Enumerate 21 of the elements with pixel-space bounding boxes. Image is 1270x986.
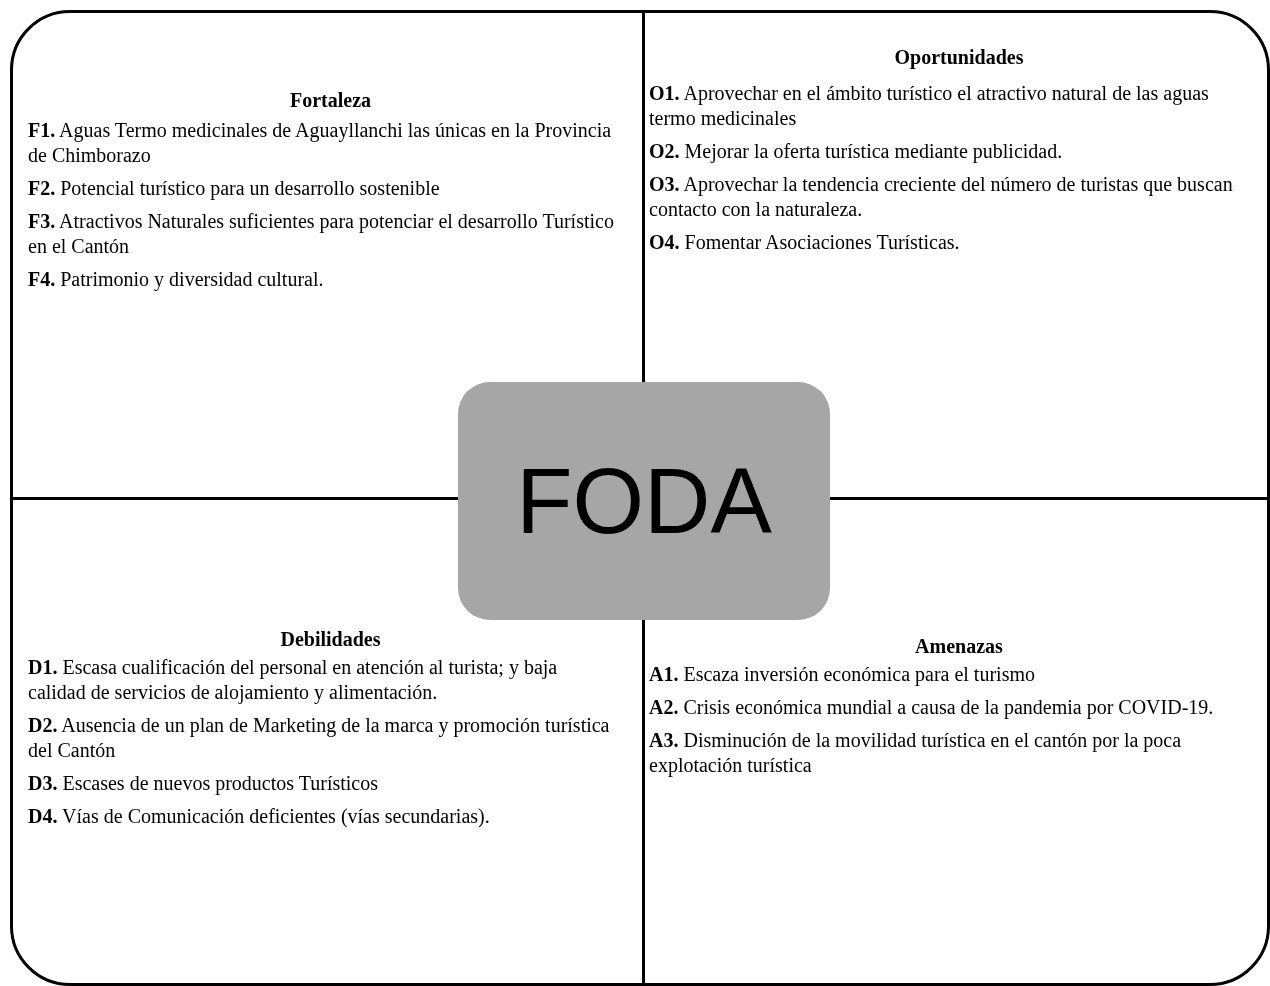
section-heading: Oportunidades bbox=[893, 45, 1025, 70]
list-item: O3. Aprovechar la tendencia creciente del número de turistas que buscan contacto con la naturaleza. bbox=[649, 172, 1234, 222]
list-item: D4. Vías de Comunicación deficientes (vías secundarias). bbox=[28, 804, 491, 829]
list-item: F3. Atractivos Naturales suficientes para potenciar el desarrollo Turístico en el Cantón bbox=[28, 209, 615, 259]
center-box bbox=[458, 382, 830, 620]
list-item: D2. Ausencia de un plan de Marketing de la marca y promoción turística del Cantón bbox=[28, 713, 611, 763]
section-heading: Debilidades bbox=[279, 627, 382, 652]
list-item: D3. Escases de nuevos productos Turísticos bbox=[28, 771, 379, 796]
section-heading: Fortaleza bbox=[288, 88, 373, 113]
list-item: A3. Disminución de la movilidad turística en el cantón por la poca explotación turística bbox=[649, 728, 1183, 778]
list-item: O4. Fomentar Asociaciones Turísticas. bbox=[649, 230, 961, 255]
list-item: O1. Aprovechar en el ámbito turístico el atractivo natural de las aguas termo medicinales bbox=[649, 81, 1210, 131]
list-item: F1. Aguas Termo medicinales de Aguayllanchi las únicas en la Provincia de Chimborazo bbox=[28, 118, 613, 168]
section-heading: Amenazas bbox=[914, 634, 1004, 659]
list-item: O2. Mejorar la oferta turística mediante publicidad. bbox=[649, 139, 1064, 164]
list-item: D1. Escasa cualificación del personal en atención al turista; y baja calidad de servicios de alojamiento y alimentación. bbox=[28, 655, 559, 705]
center-title: FODA bbox=[516, 448, 772, 554]
list-item: A2. Crisis económica mundial a causa de la pandemia por COVID-19. bbox=[649, 695, 1215, 720]
list-item: F4. Patrimonio y diversidad cultural. bbox=[28, 267, 325, 292]
list-item: A1. Escaza inversión económica para el turismo bbox=[649, 662, 1036, 687]
list-item: F2. Potencial turístico para un desarrollo sostenible bbox=[28, 176, 441, 201]
